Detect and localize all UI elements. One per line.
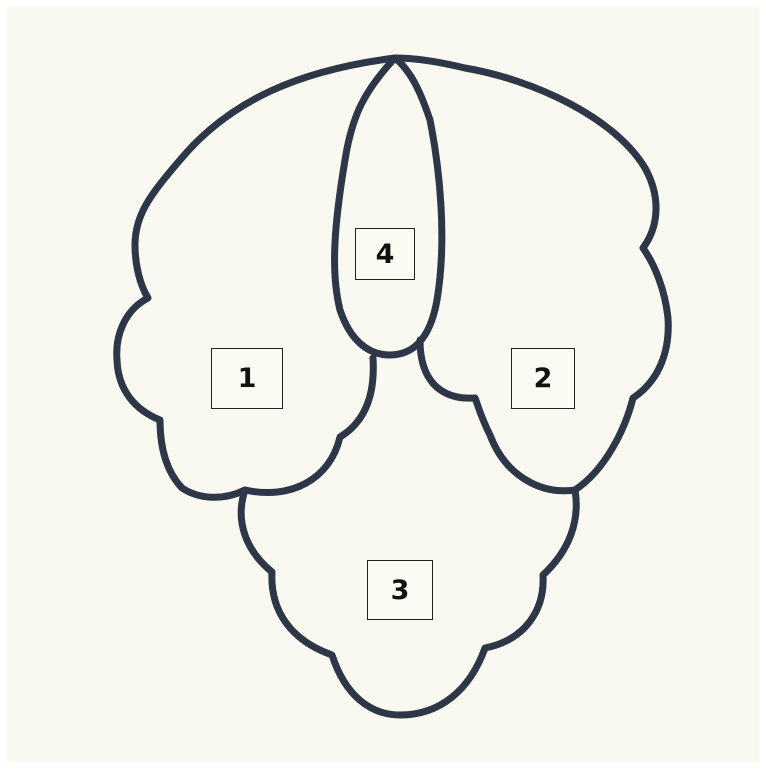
region-2-label: 2 [511, 348, 575, 409]
region-1-label-text: 1 [238, 363, 257, 394]
region-4-label-text: 4 [376, 239, 395, 270]
region-4-label: 4 [355, 228, 415, 280]
region-3-label-text: 3 [391, 575, 410, 606]
region-3-label: 3 [367, 560, 433, 620]
region-2-label-text: 2 [534, 363, 553, 394]
region-1-label: 1 [211, 348, 283, 409]
